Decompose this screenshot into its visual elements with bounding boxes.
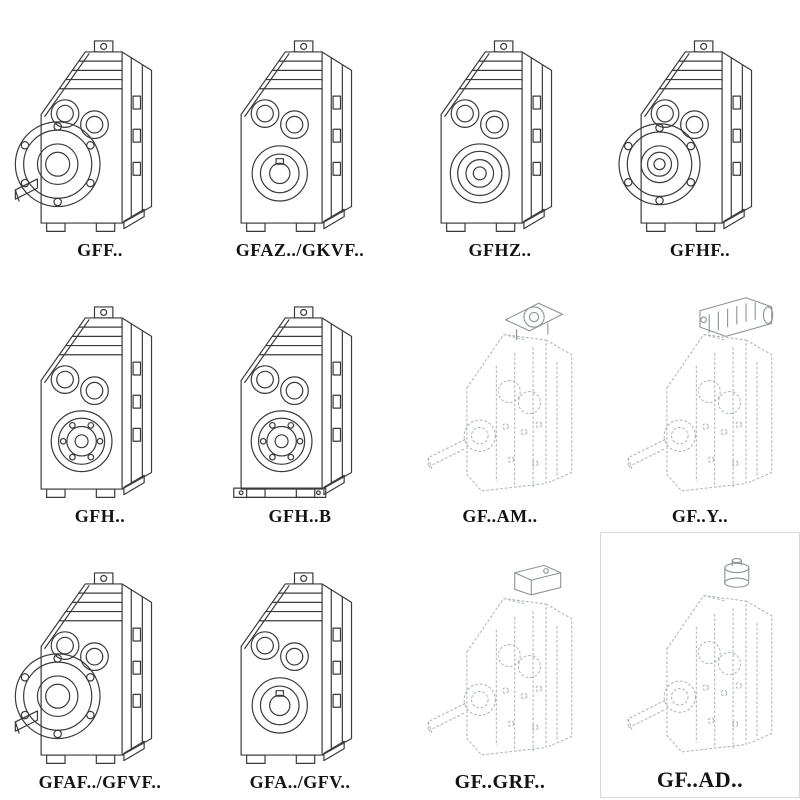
product-label-gfh-b: GFH..B	[268, 506, 332, 527]
gearbox-drawing-bearing-face	[40, 306, 153, 499]
product-label-gf-grf: GF..GRF..	[454, 771, 546, 793]
gearbox-drawing-motor-adapter	[427, 303, 573, 492]
catalog-cell-gf-ad: GF..AD..	[600, 532, 800, 798]
catalog-cell-gfaf-gfvf: GFAF../GFVF..	[0, 532, 200, 798]
product-label-gfh: GFH..	[74, 506, 126, 527]
catalog-cell-gfaz-gkvf: GFAZ../GKVF..	[200, 0, 400, 266]
gearbox-drawing-mounted-motor	[627, 297, 774, 492]
gearbox-drawing-hollow-bore	[240, 40, 353, 233]
catalog-cell-gfh-b: GFH..B	[200, 266, 400, 532]
gearbox-drawing-input-adapter	[627, 557, 773, 753]
gearbox-drawing-cover-box	[427, 564, 573, 756]
catalog-cell-gf-y: GF..Y..	[600, 266, 800, 532]
catalog-cell-gfh: GFH..	[0, 266, 200, 532]
gearbox-drawing-hollow-bore-2	[240, 572, 353, 765]
gearbox-drawing-bearing-face-base	[233, 306, 353, 499]
catalog-cell-gff: GFF..	[0, 0, 200, 266]
product-label-gff: GFF..	[77, 240, 123, 261]
product-label-gf-am: GF..AM..	[462, 506, 538, 527]
catalog-cell-gfhf: GFHF..	[600, 0, 800, 266]
product-label-gfhz: GFHZ..	[468, 240, 532, 261]
product-label-gfaz-gkvf: GFAZ../GKVF..	[235, 240, 365, 261]
gearbox-drawing-flange-hollow	[618, 40, 753, 233]
catalog-cell-gf-grf: GF..GRF..	[400, 532, 600, 798]
product-label-gf-y: GF..Y..	[671, 506, 729, 527]
product-label-gfa-gfv: GFA../GFV..	[249, 772, 351, 793]
product-label-gf-ad: GF..AD..	[656, 766, 744, 792]
catalog-cell-gfa-gfv: GFA../GFV..	[200, 532, 400, 798]
product-label-gfaf-gfvf: GFAF../GFVF..	[38, 772, 162, 793]
catalog-cell-gfhz: GFHZ..	[400, 0, 600, 266]
gearbox-drawing-flange-shaft-2	[14, 572, 153, 765]
catalog-cell-gf-am: GF..AM..	[400, 266, 600, 532]
gearbox-drawing-flange-shaft	[14, 40, 153, 233]
product-label-gfhf: GFHF..	[669, 240, 731, 261]
gearbox-drawing-hollow-bore-large	[440, 40, 553, 233]
